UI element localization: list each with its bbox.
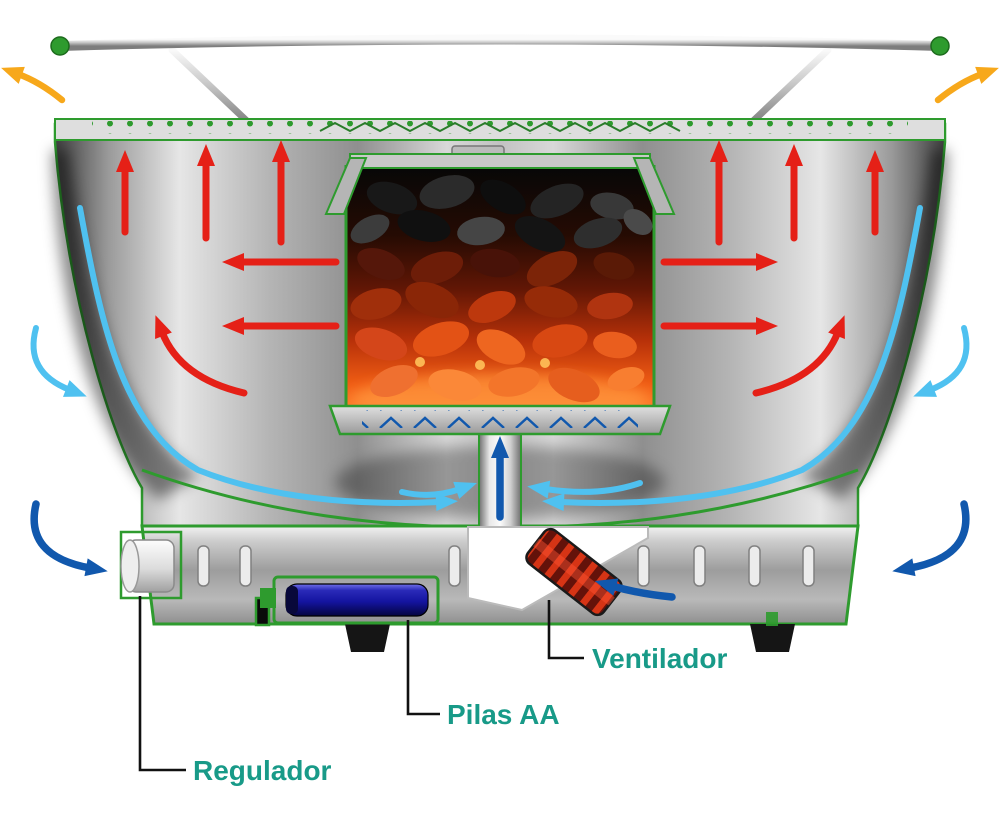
exhaust-arrow (934, 66, 999, 104)
vent-slot (802, 545, 815, 587)
pilas-aa-leader-line (406, 620, 440, 716)
cool-air-wall-arrow (542, 205, 923, 512)
airflow-chevrons (362, 410, 638, 428)
vent-slots (197, 545, 815, 587)
foot-left (345, 624, 390, 652)
intake-air-arrows (30, 436, 970, 601)
base-bracket (766, 612, 778, 626)
exhaust-arrows (1, 66, 999, 104)
foot-right (750, 624, 795, 652)
coal (405, 281, 459, 319)
regulador-leader-line (138, 596, 186, 772)
battery-end-cap (286, 586, 298, 614)
coal (354, 327, 408, 361)
coal (476, 329, 526, 365)
ember-gap (415, 357, 425, 367)
coal (548, 367, 600, 403)
handle-support-rod-left (168, 46, 254, 128)
ember-gap (475, 360, 485, 370)
coal (593, 252, 635, 280)
coal (623, 209, 653, 235)
lid-slope-right (632, 157, 676, 215)
coal (397, 210, 451, 242)
coal (587, 292, 633, 320)
coal (357, 247, 405, 281)
pilas-aa-label: Pilas AA (447, 699, 560, 730)
handle-bar (55, 34, 945, 51)
cool-air-center-arrow (399, 481, 477, 499)
coal (488, 367, 540, 397)
coal (366, 181, 418, 215)
cool-air-center-arrow (527, 480, 643, 499)
handle-end-ball-left (50, 36, 70, 56)
coal (573, 217, 623, 249)
vent-slot (693, 545, 706, 587)
coal (532, 324, 588, 358)
vent-slot (637, 545, 650, 587)
coal (412, 321, 470, 357)
bowl-rim (54, 118, 946, 141)
vent-slot (448, 545, 461, 587)
coal (530, 183, 584, 219)
cool-air-arrows (30, 205, 970, 512)
coal (419, 175, 475, 209)
charcoal-container (324, 145, 676, 436)
intake-air-arrow (30, 500, 108, 577)
coal (590, 192, 634, 220)
coal (370, 364, 418, 398)
coal (350, 214, 390, 244)
vent-slot (197, 545, 210, 587)
cool-air-outer-arrow (913, 325, 970, 397)
coal (428, 369, 482, 401)
regulator-cap (120, 539, 140, 593)
grate-wire-zigzag (319, 121, 681, 133)
ventilador-leader-line (547, 600, 584, 660)
aa-battery (285, 583, 429, 617)
coal (524, 286, 578, 318)
coal (526, 251, 578, 287)
battery-compartment (260, 575, 440, 625)
coal (350, 288, 402, 320)
battery-contact (260, 588, 276, 608)
coal (457, 216, 505, 246)
handle-support-rod-right (746, 46, 832, 128)
handle-end-ball-right (930, 36, 950, 56)
grate-dots (92, 121, 908, 134)
regulador-label: Regulador (193, 755, 332, 786)
lid-slope-left (324, 157, 368, 215)
hot-air-curve-arrow (155, 315, 248, 397)
hot-air-arrows (116, 140, 884, 397)
hot-air-curve-arrow (752, 315, 845, 397)
annotations: Ventilador Pilas AA Regulador (138, 596, 727, 786)
vent-slot (239, 545, 252, 587)
lid-top-bar (349, 153, 651, 169)
ember-gap (540, 358, 550, 368)
cool-air-wall-arrow (77, 205, 458, 512)
coal (470, 248, 520, 278)
intake-air-arrow (892, 500, 970, 577)
vent-slot (748, 545, 761, 587)
cool-air-outer-arrow (30, 325, 87, 397)
coal (468, 290, 516, 324)
ventilador-label: Ventilador (592, 643, 727, 674)
exhaust-arrow (1, 66, 66, 104)
regulator-knob (119, 530, 183, 600)
burning-charcoal (347, 168, 653, 408)
coal (593, 331, 637, 359)
coal (514, 216, 566, 252)
charcoal-container-lid (324, 145, 676, 215)
coal (607, 367, 645, 391)
coal (480, 179, 526, 215)
coal (410, 251, 464, 285)
carry-handle (50, 34, 950, 128)
charcoal-container-base (328, 404, 672, 436)
fan-intake-arrow (594, 578, 676, 601)
